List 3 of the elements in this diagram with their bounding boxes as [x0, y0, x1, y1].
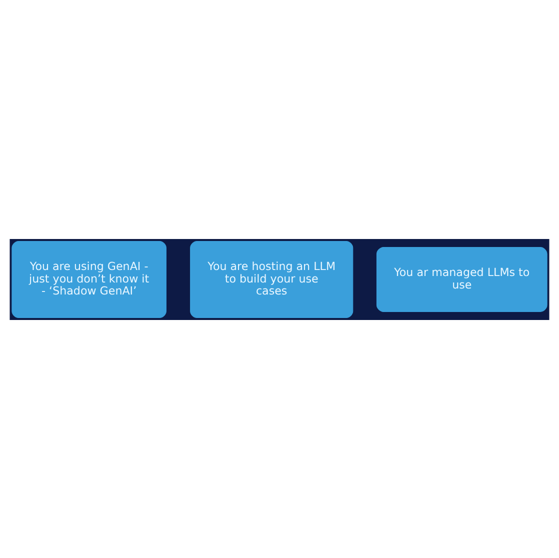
node-box: You are using GenAI - just you don’t know it - ‘Shadow GenAI’	[12, 240, 166, 318]
node-box: You are hosting an LLM to build your use cases	[190, 240, 354, 318]
node-box: You ar managed LLMs to use	[376, 246, 548, 312]
